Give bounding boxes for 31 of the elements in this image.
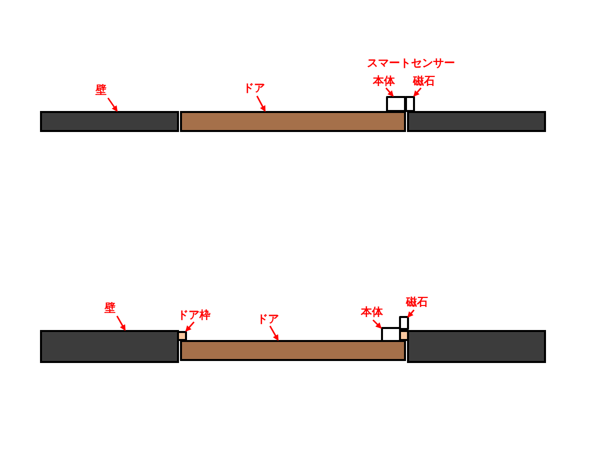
part-label: 本体	[361, 306, 383, 318]
leader-line	[385, 88, 394, 97]
part-label: 本体	[373, 74, 395, 88]
sensor-body	[381, 327, 401, 342]
leader-line	[116, 316, 126, 331]
part-label: ドア	[243, 82, 265, 94]
door-panel	[180, 340, 406, 361]
leader-line	[107, 98, 118, 112]
part-label: ドア	[257, 312, 279, 326]
leader-line	[185, 322, 195, 332]
sensor-body	[386, 96, 406, 112]
wall-section	[407, 330, 546, 363]
part-label: ドア枠	[178, 308, 210, 322]
leader-line	[413, 88, 422, 97]
wall-section	[40, 330, 179, 363]
leader-line	[256, 96, 266, 112]
wall-section	[40, 111, 179, 132]
part-label: 磁石	[413, 74, 435, 88]
door-frame-block	[177, 331, 187, 341]
door-panel	[180, 111, 406, 132]
part-label: 磁石	[406, 296, 428, 308]
magnet-block	[399, 316, 409, 330]
leader-line	[372, 319, 382, 329]
part-label: 壁	[104, 302, 116, 314]
part-label: 壁	[96, 84, 106, 96]
door-frame-block	[399, 330, 409, 341]
group-label: スマートセンサー	[367, 56, 455, 70]
leader-line	[269, 326, 279, 341]
leader-line	[407, 310, 415, 318]
magnet-block	[405, 96, 415, 112]
wall-section	[407, 111, 546, 132]
